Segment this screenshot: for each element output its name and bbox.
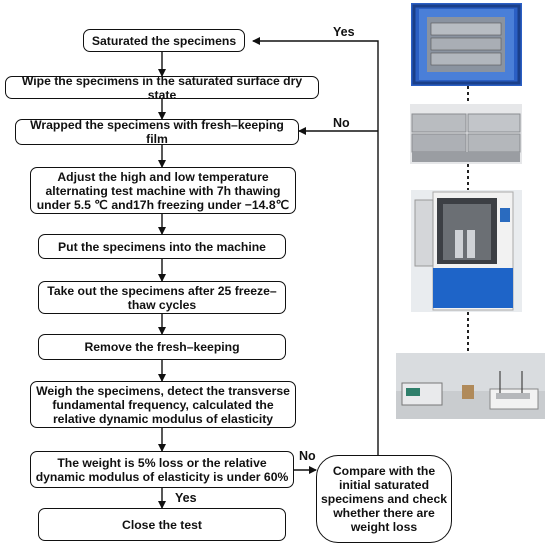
step-condition: The weight is 5% loss or the relative dy… — [30, 451, 294, 488]
photo-frequency-instrument — [396, 353, 545, 419]
step-put-in-text: Put the specimens into the machine — [58, 239, 266, 254]
arrow-yes-loop — [252, 37, 379, 455]
step-weigh: Weigh the specimens, detect the transver… — [30, 381, 296, 428]
step-compare: Compare with the initial saturated speci… — [316, 455, 452, 543]
label-yes-top: Yes — [333, 25, 355, 39]
photo-test-machine — [411, 190, 522, 312]
label-no-top: No — [333, 116, 350, 130]
step-remove-film: Remove the fresh–keeping — [38, 334, 286, 360]
step-compare-text: Compare with the initial saturated speci… — [321, 464, 447, 534]
step-wrap-text: Wrapped the specimens with fresh–keeping… — [30, 118, 284, 146]
step-close-test: Close the test — [38, 508, 286, 541]
step-put-in: Put the specimens into the machine — [38, 234, 286, 259]
step-close-test-text: Close the test — [122, 517, 202, 532]
step-adjust-machine: Adjust the high and low temperature alte… — [30, 167, 296, 214]
step-saturate: Saturated the specimens — [83, 29, 245, 52]
step-take-out: Take out the specimens after 25 freeze–t… — [38, 281, 286, 314]
step-adjust-machine-text: Adjust the high and low temperature alte… — [36, 169, 290, 212]
step-condition-text: The weight is 5% loss or the relative dy… — [35, 455, 289, 484]
label-yes-bottom: Yes — [175, 491, 197, 505]
photo-wrapped-specimens — [410, 104, 522, 164]
step-wipe-text: Wipe the specimens in the saturated surf… — [21, 73, 303, 102]
step-wrap: Wrapped the specimens with fresh–keeping… — [15, 118, 299, 146]
step-saturate-text: Saturated the specimens — [91, 33, 237, 48]
step-remove-film-text: Remove the fresh–keeping — [84, 340, 240, 354]
step-wipe: Wipe the specimens in the saturated surf… — [5, 73, 319, 102]
photo-water-tank — [411, 3, 522, 86]
step-take-out-text: Take out the specimens after 25 freeze–t… — [47, 283, 277, 312]
label-no-mid: No — [299, 449, 316, 463]
step-weigh-text: Weigh the specimens, detect the transver… — [36, 383, 290, 426]
